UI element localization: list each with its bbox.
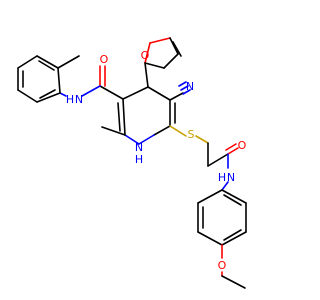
atom-label-amide1-oxygen: O	[100, 53, 109, 66]
atom-label-amide2-oxygen: O	[238, 139, 247, 152]
bond	[221, 275, 246, 289]
bond	[144, 62, 149, 88]
methyl-bond	[57, 55, 80, 69]
amide-group-1	[59, 65, 124, 100]
thioacetamide-chain	[169, 125, 239, 169]
atom-labels: O O H N N N H S O H N O	[66, 49, 247, 272]
atom-label-sulfur: S	[188, 128, 195, 141]
bond	[59, 92, 67, 97]
bond	[197, 231, 223, 246]
tolyl-ring	[17, 55, 80, 103]
bond	[17, 55, 38, 69]
bond	[169, 37, 179, 55]
bond	[225, 143, 237, 151]
bond	[172, 41, 182, 57]
bond	[124, 134, 140, 145]
bond	[122, 86, 149, 100]
atom-label-amide1-nitrogen: N	[75, 93, 83, 106]
atom-label-ring-nitrogen: N	[135, 141, 143, 154]
bond	[227, 147, 239, 155]
furan-ring	[144, 37, 182, 88]
bond	[36, 92, 61, 103]
bond	[197, 189, 223, 204]
bond	[169, 125, 187, 137]
bond	[144, 62, 165, 69]
bond	[36, 55, 59, 69]
bond	[122, 98, 126, 136]
bond	[153, 125, 171, 136]
atom-label-amide2-nitrogen: N	[227, 171, 235, 184]
atom-label-ethoxy-oxygen: O	[218, 259, 227, 272]
bond	[99, 85, 124, 100]
molecule-structure-diagram: O O H N N N H S O H N O	[17, 37, 247, 289]
bond	[207, 153, 229, 167]
ethoxyphenyl-ring	[197, 181, 247, 289]
atom-label-amide1-nitrogen-h: H	[66, 93, 74, 106]
bond	[39, 89, 56, 99]
bond	[223, 229, 242, 241]
bond	[180, 85, 189, 91]
bond	[178, 81, 187, 87]
bond	[221, 181, 229, 191]
nitrile-group	[169, 81, 191, 101]
bond	[149, 37, 171, 44]
bond	[38, 60, 55, 71]
bond	[138, 134, 155, 145]
atom-label-ring-nitrogen-h: H	[135, 153, 143, 166]
bond	[81, 85, 101, 97]
atom-label-nitrile-nitrogen: N	[186, 80, 194, 93]
bond	[17, 89, 38, 103]
bond	[163, 53, 179, 69]
methyl-bond	[101, 126, 126, 136]
atom-label-amide2-nitrogen-h: H	[218, 171, 226, 184]
bond	[182, 89, 191, 95]
bond	[221, 231, 247, 246]
bond	[195, 135, 209, 144]
bond	[223, 194, 242, 206]
bond	[57, 67, 61, 94]
bond	[147, 86, 171, 101]
bond	[221, 189, 247, 204]
dihydropyridine-ring	[117, 86, 176, 145]
bond	[117, 102, 121, 132]
bond	[169, 92, 184, 101]
atom-label-furan-oxygen: O	[141, 49, 150, 62]
bond	[144, 42, 151, 64]
